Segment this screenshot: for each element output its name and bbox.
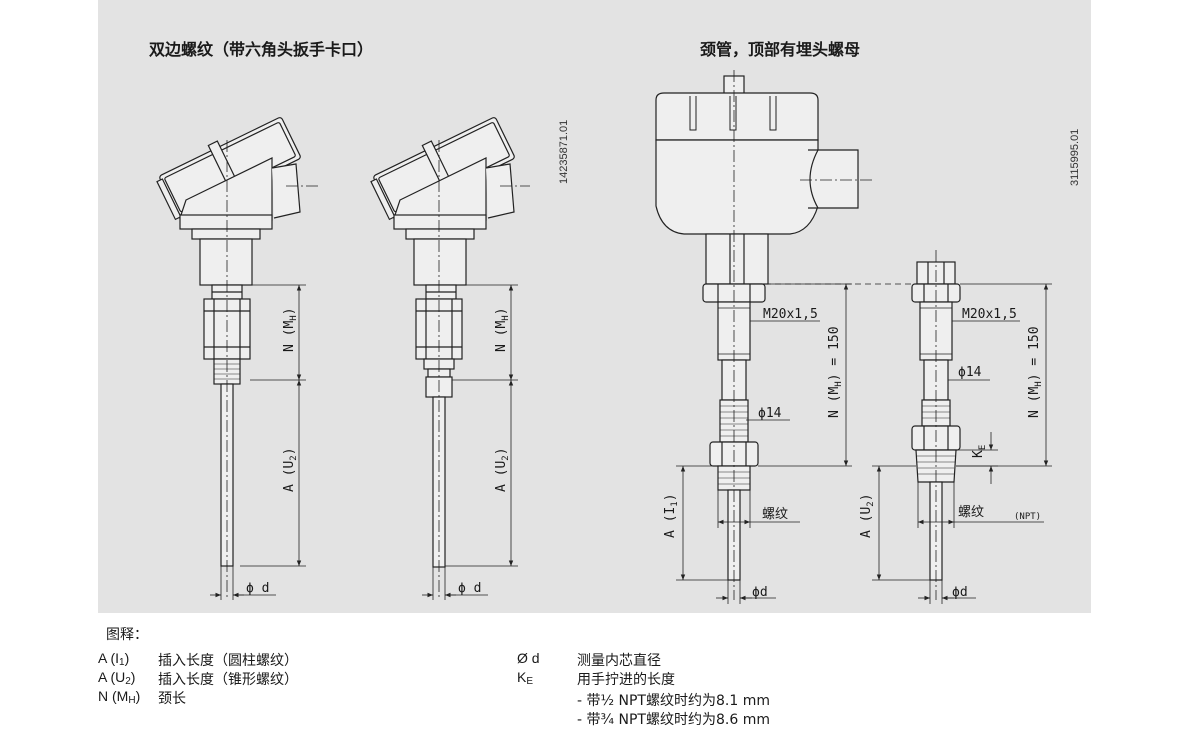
probe-right-1 <box>655 70 912 600</box>
label-m20-right-1: M20x1,5 <box>763 307 818 322</box>
label-ke-right-2: KE <box>971 445 988 458</box>
label-thread-right-2: 螺纹 <box>958 505 984 520</box>
label-phi-d-right-1: ϕd <box>752 585 768 600</box>
label-thread-right-1: 螺纹 <box>762 507 788 522</box>
probe-right-2 <box>911 250 961 600</box>
doc-id-left: 14235871.01 <box>558 119 570 184</box>
label-a-u2-left-1: A (U2) <box>282 447 299 492</box>
label-phi14-right-1: ϕ14 <box>758 406 782 421</box>
label-phi-d-left-1: ϕ d <box>246 581 269 596</box>
doc-id-right: 3115995.01 <box>1069 128 1081 186</box>
probe-left-1 <box>156 117 318 600</box>
legend-note-half-npt: - 带½ NPT螺纹时约为8.1 mm <box>577 693 770 709</box>
label-phi-d-left-2: ϕ d <box>458 581 481 596</box>
probe-left-2 <box>370 117 530 600</box>
legend: 图释： A (I1) 插入长度（圆柱螺纹） A (U2) 插入长度（锥形螺纹） … <box>0 620 1190 743</box>
technical-drawing: N (MH) A (U2) ϕ d N (MH) A (U2) ϕ d M20x… <box>156 70 1052 604</box>
title-right: 颈管，顶部有埋头螺母 <box>700 40 861 59</box>
legend-desc: 插入长度（锥形螺纹） <box>158 672 298 688</box>
legend-note-three-quarter-npt: - 带¾ NPT螺纹时约为8.6 mm <box>577 712 770 728</box>
label-phi-d-right-2: ϕd <box>952 585 968 600</box>
label-a-u2-left-2: A (U2) <box>494 447 511 492</box>
label-n-mh-150-right-2: N (MH) = 150 <box>1027 326 1044 418</box>
label-m20-right-2: M20x1,5 <box>962 307 1017 322</box>
label-phi14-right-2: ϕ14 <box>958 365 982 380</box>
dims-left <box>210 284 518 600</box>
legend-desc: 测量内芯直径 <box>577 653 661 669</box>
legend-desc: 插入长度（圆柱螺纹） <box>158 653 298 669</box>
legend-heading: 图释： <box>106 627 148 643</box>
label-npt-right-2: (NPT) <box>1014 512 1041 522</box>
label-n-mh-left-1: N (MH) <box>282 307 299 352</box>
label-n-mh-150-right-1: N (MH) = 150 <box>827 326 844 418</box>
label-n-mh-left-2: N (MH) <box>494 307 511 352</box>
title-left: 双边螺纹（带六角头扳手卡口） <box>149 40 374 59</box>
legend-desc: 颈长 <box>158 691 186 707</box>
legend-desc: 用手拧进的长度 <box>577 672 675 688</box>
dims-right <box>676 283 1052 604</box>
label-a-u2-right-2: A (U2) <box>859 493 876 538</box>
label-a-i1-right-1: A (I1) <box>663 493 680 538</box>
